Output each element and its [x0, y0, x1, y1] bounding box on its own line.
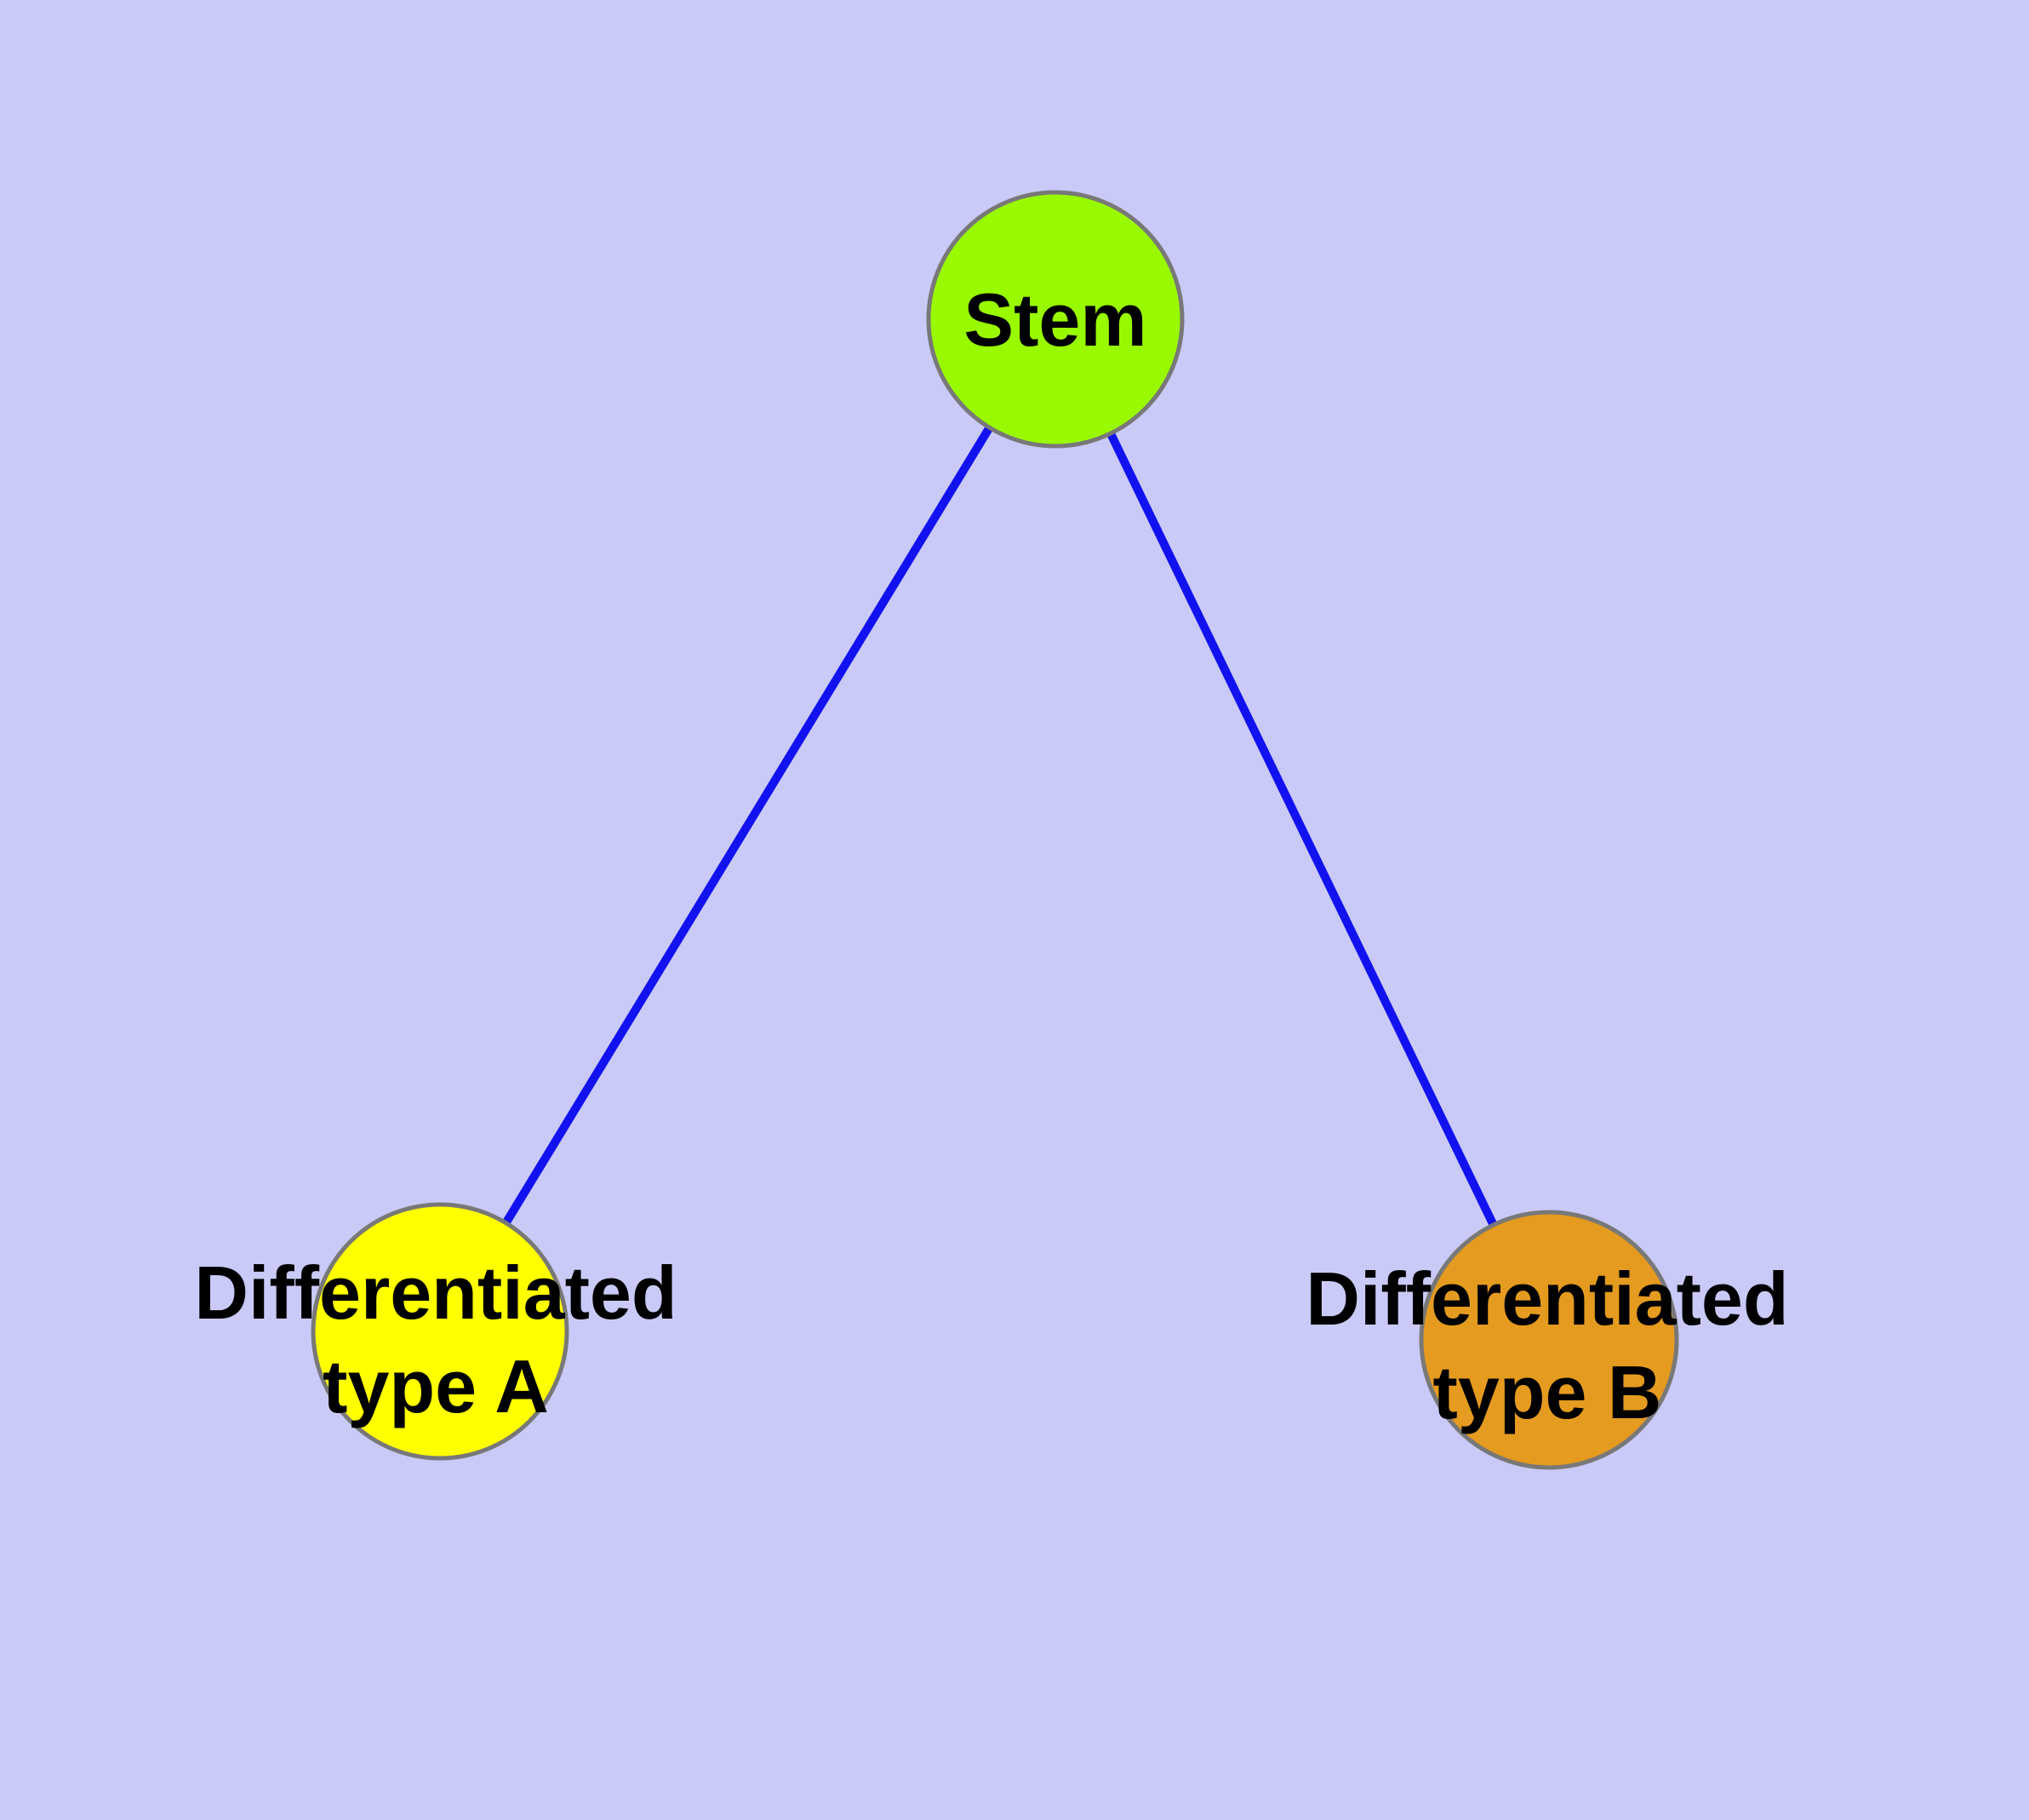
node-differentiated-type-a: [311, 1202, 569, 1461]
edge-stem-to-type-a: [436, 317, 1060, 1334]
node-type-b-label-line1: Differentiated: [1306, 1256, 1788, 1341]
node-type-a-label-line2: type A: [323, 1344, 549, 1428]
node-differentiated-type-b: [1419, 1210, 1679, 1470]
edge-stem-to-type-b: [1051, 317, 1553, 1342]
node-stem-label: Stem: [963, 278, 1146, 362]
node-stem: [926, 190, 1185, 449]
node-type-b-label-line2: type B: [1433, 1350, 1662, 1434]
node-type-a-label-line1: Differentiated: [194, 1251, 677, 1335]
